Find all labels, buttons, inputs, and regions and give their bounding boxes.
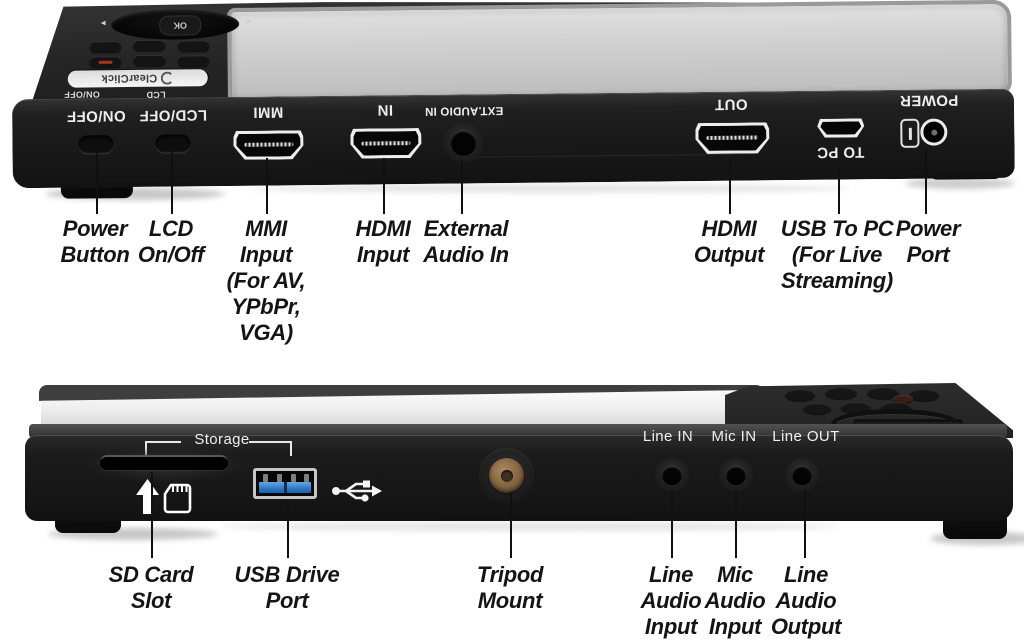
usb-drive-port [253,468,317,499]
tripod-mount [479,448,534,503]
keypad-button [841,402,871,413]
shadow [45,188,225,200]
shadow [220,522,840,531]
callout-line-usb-to-pc [838,168,840,214]
sd-card-slot [100,455,228,470]
hdmi-in-print: IN [377,101,394,119]
hdmi-output-port [695,122,769,154]
record-mark [98,60,113,64]
callout-line-lcd-button [171,152,173,214]
callout-label-tripod: Tripod Mount [476,562,544,613]
to-pc-print: TO PC [816,143,865,161]
storage-label: Storage [194,431,250,448]
device-front-view: ◄ ► OK ClearClick ON/OFF LCD ON/OFF LCD/… [11,0,1015,205]
mmi-port-print: MMI [252,103,284,121]
callout-label-line-audio-out: Line Audio Output [770,562,842,639]
micro-usb-port [817,118,864,137]
mic-in-jack [719,458,753,492]
shadow [905,178,1015,189]
lcd-screen [227,0,1012,104]
storage-bracket [290,441,292,456]
dpad-right-arrow-icon: ► [245,16,254,26]
line-out-jack [785,458,819,492]
hdmi-out-print: OUT [714,95,748,113]
hdmi-input-port [350,128,421,159]
sd-card-icon [136,479,192,514]
brand-name: ClearClick [101,72,158,85]
power-symbol [900,118,920,148]
ok-button-label: OK [173,20,188,31]
keypad-button-record [893,395,913,403]
callout-label-hdmi-input: HDMI Input [355,216,411,267]
callout-label-power-port: Power Port [895,216,961,267]
line-out-label: Line OUT [772,428,840,445]
callout-line-usb-drive [287,500,289,558]
storage-bracket [249,441,292,443]
keypad-button [785,389,815,401]
callout-line-tripod [510,492,512,558]
lcd-on-off-button [155,134,191,153]
ext-audio-print: EXT.AUDIO IN [424,104,504,117]
callout-line-power-port [925,150,927,214]
callout-line-sd-card [151,472,153,558]
storage-bracket [145,441,181,443]
keypad-button [867,387,899,399]
callout-label-lcd-button: LCD On/Off [137,216,205,267]
keypad-button [133,39,166,51]
power-button [78,135,114,154]
callout-label-mic-audio-in: Mic Audio Input [704,562,766,639]
keypad-button [177,40,210,52]
keypad-button-record [89,56,122,68]
brand-badge: ClearClick [67,69,208,88]
callout-line-hdmi-output [729,158,731,214]
callout-label-usb-drive: USB Drive Port [234,562,340,613]
mic-in-label: Mic IN [711,428,757,445]
shadow [930,532,1024,545]
keypad-button [133,54,166,66]
power-port-print: POWER [899,91,959,109]
line-in-label: Line IN [642,428,694,445]
callout-line-line-out [804,490,806,558]
callout-label-mmi-input: MMI Input (For AV, YPbPr, VGA) [226,216,306,345]
usb-icon [332,480,382,502]
dpad-left-arrow-icon: ◄ [99,18,108,28]
callout-line-mmi-input [266,158,268,214]
device-back-view: Storage Line [25,383,1015,541]
callout-line-mic-in [735,490,737,558]
power-button-print: ON/OFF [66,107,126,125]
callout-line-line-in [671,490,673,558]
keypad-button [177,55,210,67]
shadow [48,528,218,540]
callout-label-usb-to-pc: USB To PC (For Live Streaming) [780,216,894,293]
lcd-button-print: LCD/OFF [139,106,208,124]
ext-audio-jack [443,122,484,163]
power-jack [920,118,948,146]
callout-label-hdmi-output: HDMI Output [693,216,765,267]
shadow [250,184,850,193]
ok-button: OK [159,15,202,36]
keypad-button [909,389,939,401]
callout-line-power-button [96,152,98,214]
keypad-button [803,403,831,414]
keypad-button [881,402,911,413]
keypad-button [825,387,857,399]
mmi-input-port [233,130,303,160]
callout-label-ext-audio: External Audio In [423,216,509,267]
keypad-button [89,41,122,53]
callout-label-power-button: Power Button [60,216,130,267]
callout-line-hdmi-input [383,158,385,214]
line-in-jack [655,458,689,492]
edge-bevel [29,424,1007,438]
brand-logo-icon [161,71,175,85]
callout-line-ext-audio [461,160,463,214]
callout-label-line-audio-in: Line Audio Input [640,562,702,639]
callout-label-sd-card: SD Card Slot [108,562,194,613]
